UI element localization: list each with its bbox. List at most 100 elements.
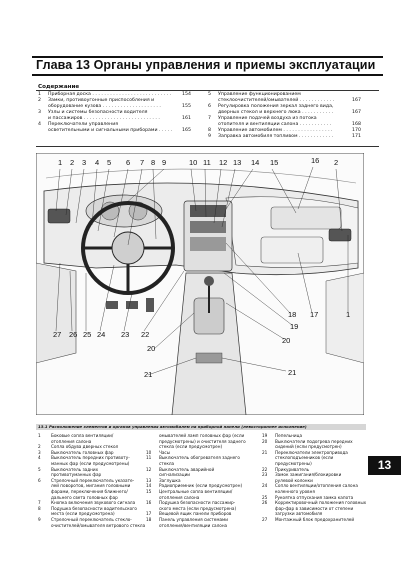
callout-number: 8 — [151, 158, 155, 167]
legend-item-text: коленного уровня — [275, 488, 315, 494]
legend-item-number: 16 — [146, 500, 152, 506]
gear-knob — [204, 276, 214, 286]
legend-item-number: 24 — [262, 483, 268, 489]
toc-item-number: 5 — [208, 92, 211, 97]
legend-item-text: Прикуриватель — [275, 466, 310, 472]
legend-item-row: фар-фар в зависимости от степени — [262, 506, 366, 512]
toc-item-text: дверных стекол и верхнего люка . . . . .… — [218, 110, 334, 115]
legend-item-text: противотуманных фар — [51, 472, 102, 478]
hvac-panel — [190, 237, 226, 251]
toc-item-page: 167 — [352, 110, 361, 115]
toc-item-number: 8 — [208, 128, 211, 133]
legend-item-text: Панель управления системами — [159, 516, 228, 522]
legend-item-text: стекла — [159, 460, 175, 466]
legend-item-number: 23 — [262, 472, 268, 478]
chapter-tab-badge: 13 — [368, 456, 401, 475]
toc-item-number: 4 — [38, 122, 41, 127]
instrument-cluster — [85, 194, 163, 228]
legend-item-row: лей поворотов, мигания головными — [38, 483, 145, 489]
legend-item-text: Стрелочный переключатель указате- — [51, 477, 135, 483]
legend-item-text: отопления салона — [159, 494, 200, 500]
legend-item-text: омывателей ламп головных фар (если — [159, 433, 245, 438]
legend-item-row: ского места (если предусмотрена) — [146, 506, 246, 512]
legend-item-number: 7 — [38, 500, 41, 506]
legend-item-text: Подушка безопасности пассажир- — [159, 500, 236, 506]
legend-item-text: сигнализации — [159, 472, 191, 478]
legend-item-text: дальнего света головных фар — [51, 494, 118, 500]
right-side-vent — [328, 228, 352, 242]
legend-item-text: Пепельница — [275, 433, 303, 438]
callout-number: 27 — [53, 330, 61, 339]
legend-item-text: предусмотрены) — [275, 460, 312, 466]
legend-item-text: стекла (если предусмотрен) — [159, 444, 223, 450]
toc-item-text: Узлы и системы безопасности водителя — [48, 110, 148, 115]
toc-item-text: стеклоочистителей/омывателей . . . . . .… — [218, 98, 335, 103]
left-door — [36, 262, 77, 364]
toc-item-row: осветительными и сигнальными приборами .… — [38, 128, 191, 134]
legend-item-text: Радиоприемник (если предусмотрен) — [159, 483, 243, 489]
legend-item-row: 27 Монтажный блок предохранителей — [262, 517, 366, 523]
callout-number: 24 — [97, 330, 105, 339]
windshield-edge — [45, 168, 357, 184]
callout-number: 12 — [219, 158, 227, 167]
callout-number: 20 — [282, 336, 290, 345]
legend-item-row: места (если предусмотрена) — [38, 511, 145, 517]
legend-item-number: 8 — [38, 505, 41, 511]
toc-item-page: 165 — [182, 128, 191, 133]
callout-number: 10 — [189, 158, 197, 167]
legend-item-text: Часы — [159, 449, 171, 455]
contents-rule-bottom — [36, 146, 379, 147]
legend-item-text: Стрелочный переключатель стекло- — [51, 516, 132, 522]
legend-item-text: сидений (если предусмотрен) — [275, 444, 342, 450]
toc-item-number: 6 — [208, 104, 211, 109]
legend-item-text: фарами, переключения ближнего/ — [51, 488, 128, 494]
legend-item-number: 27 — [262, 516, 268, 522]
figure-caption: 13.1 Расположение элементов и органов уп… — [36, 424, 366, 430]
legend-item-row: манных фар (если предусмотрены) — [38, 461, 145, 467]
legend-item-text: рулевой колонки — [275, 477, 313, 483]
legend-item-text: Рукоятка отпускания замка капота — [275, 494, 354, 500]
legend-item-text: Монтажный блок предохранителей — [275, 516, 355, 522]
legend-item-row: рулевой колонки — [262, 478, 366, 484]
toc-item-number: 1 — [38, 92, 41, 97]
legend-item-text: Боковые сопла вентиляции/ — [51, 433, 114, 438]
legend-item-text: ского места (если предусмотрена) — [159, 505, 237, 511]
legend-item-number: 11 — [146, 455, 152, 461]
radio — [190, 221, 226, 233]
toc-item-text: Управление функционированием — [218, 92, 301, 97]
legend-item-row: отопления салона — [38, 439, 145, 445]
center-vents — [190, 205, 226, 217]
callout-number: 1 — [346, 310, 350, 319]
callout-number: 13 — [233, 158, 241, 167]
legend-item-text: Сопла обдува дверных стекол — [51, 444, 119, 450]
glovebox — [260, 236, 324, 264]
legend-item-text: места (если предусмотрена) — [51, 511, 115, 517]
left-side-vent — [47, 208, 71, 224]
pedal-brake — [126, 301, 138, 309]
legend-item-text: лей поворотов, мигания головными — [51, 483, 131, 489]
callout-number: 17 — [310, 310, 318, 319]
legend-item-text: очистителей/омывателя ветрового стекла — [51, 522, 146, 528]
callout-number: 3 — [82, 158, 86, 167]
callout-number: 16 — [311, 156, 319, 165]
